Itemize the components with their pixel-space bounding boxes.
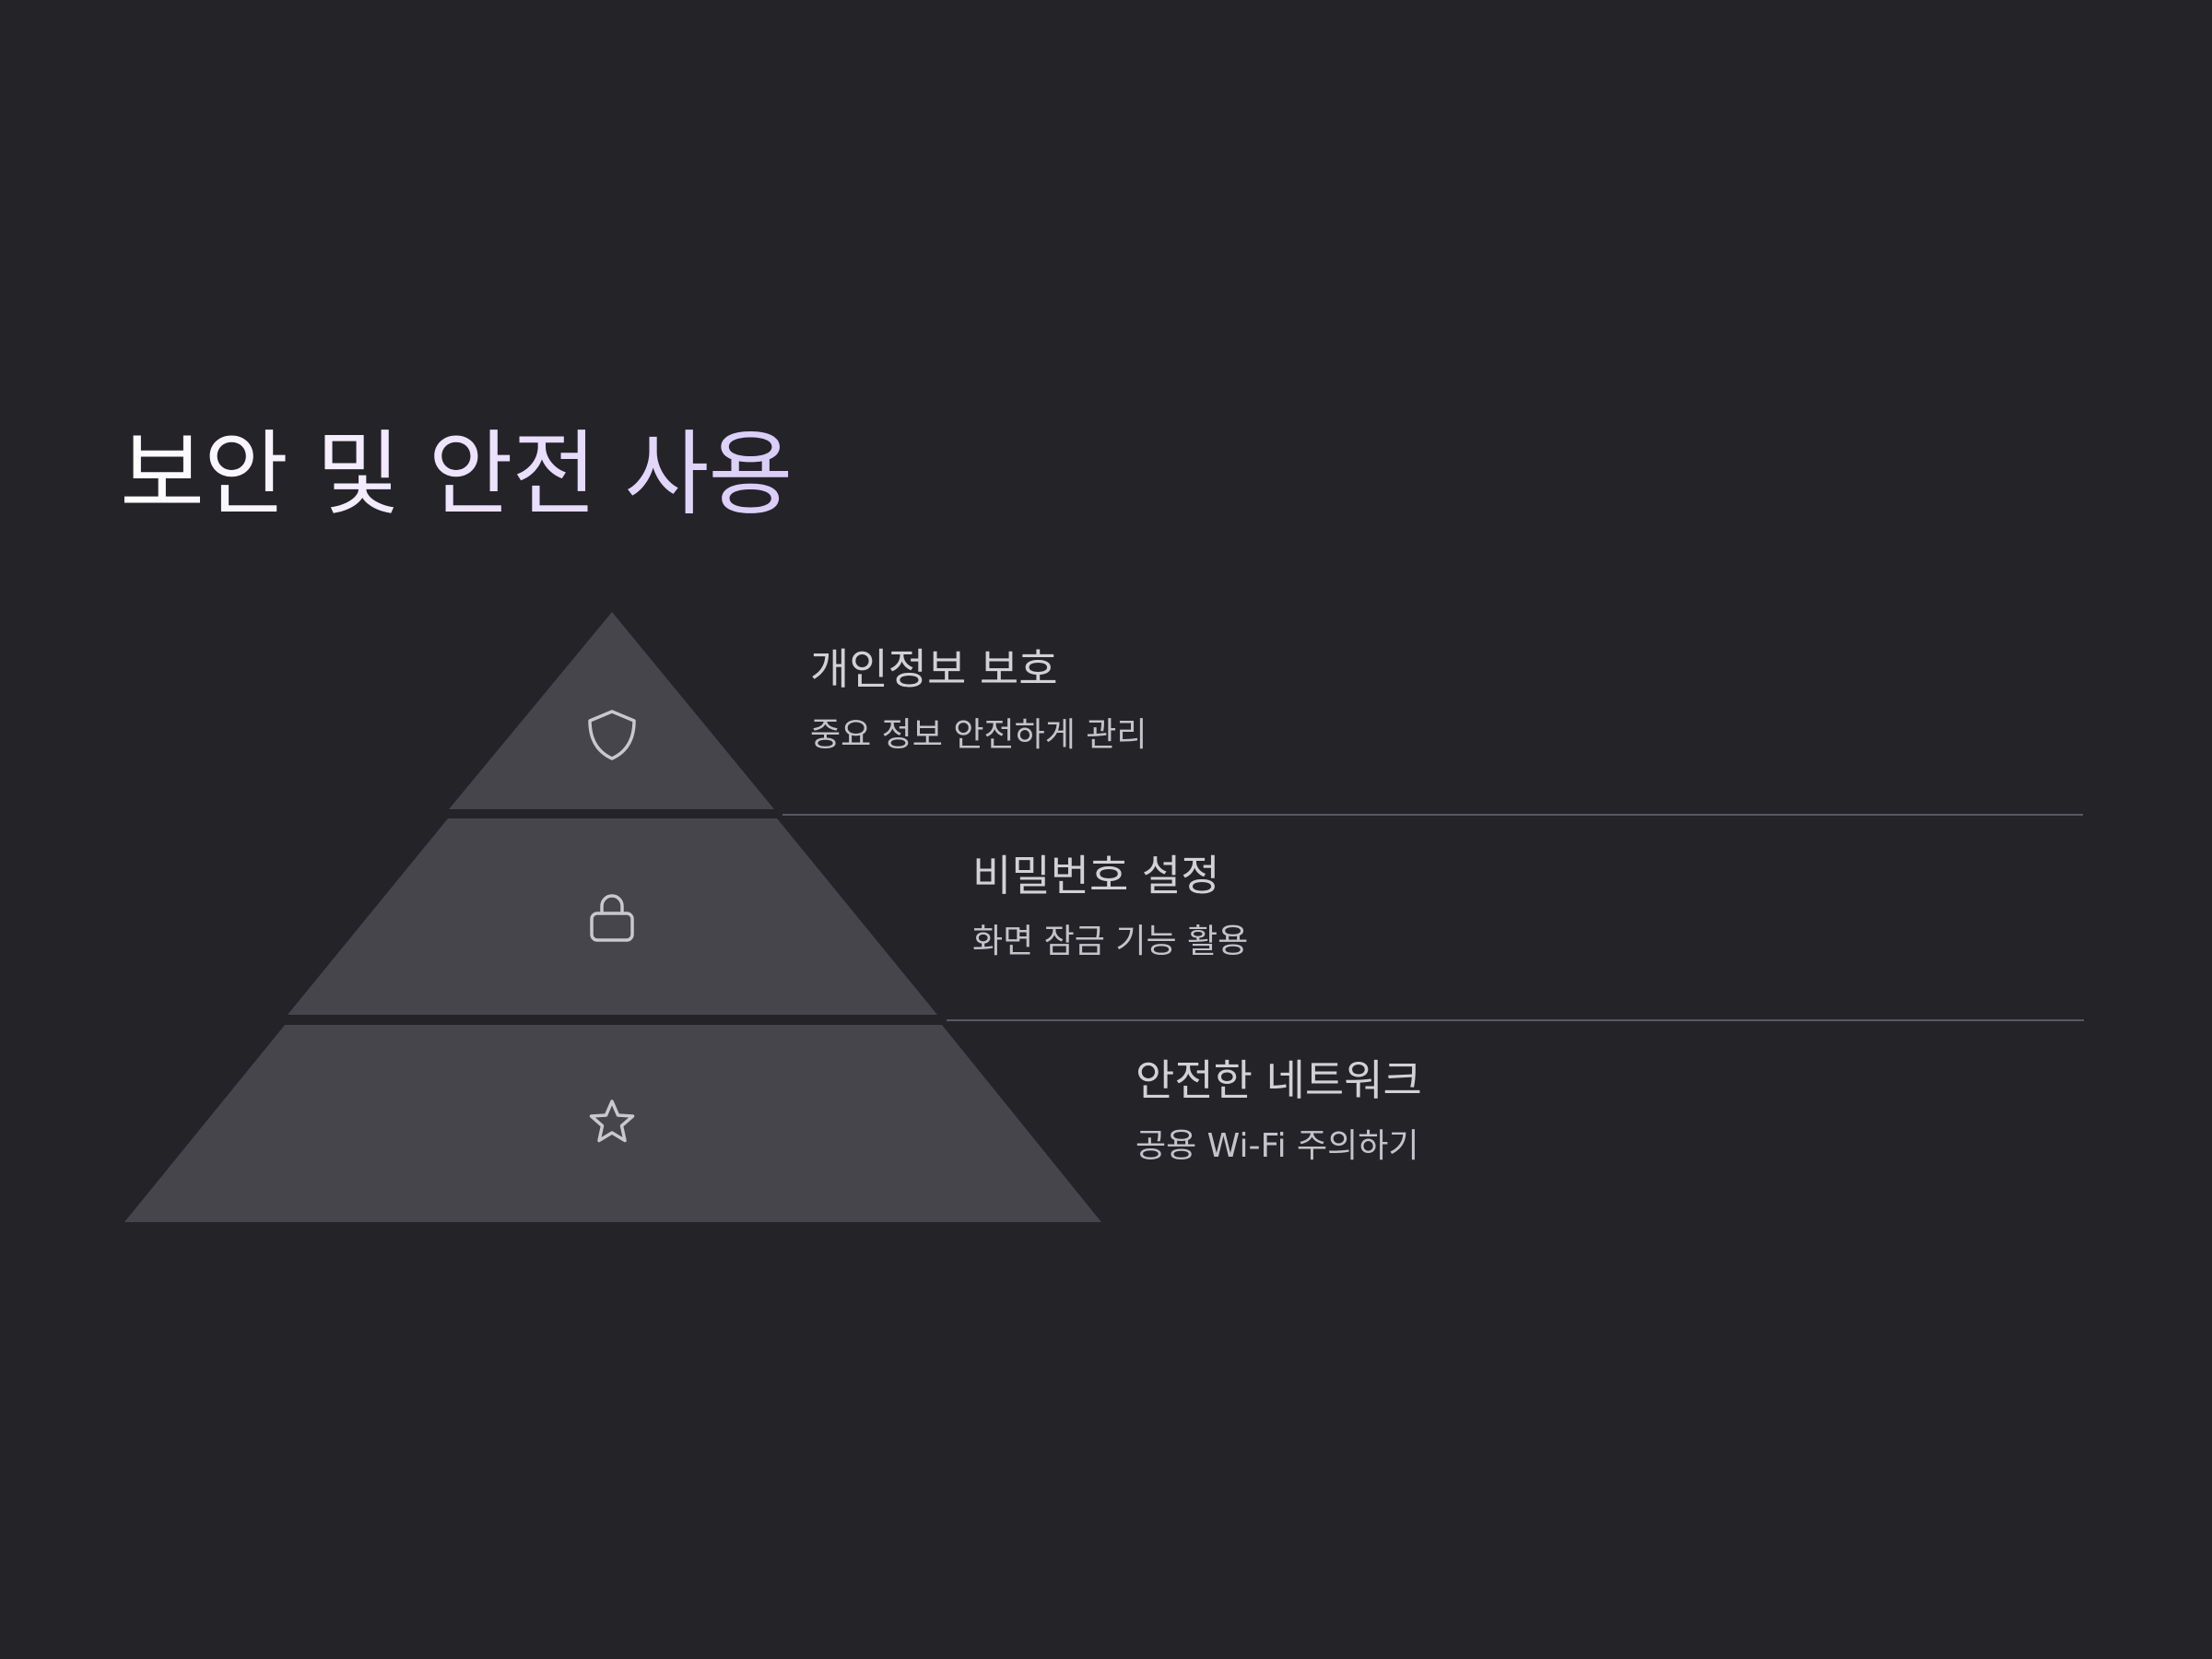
lock-icon — [590, 894, 634, 942]
divider-1 — [782, 814, 2083, 816]
tier-text-2: 비밀번호 설정 화면 잠금 기능 활용 — [972, 851, 1248, 961]
tier-heading: 개인정보 보호 — [810, 644, 1058, 694]
pyramid-tier-middle — [288, 818, 937, 1015]
tier-heading: 비밀번호 설정 — [972, 851, 1220, 900]
tier-text-3: 안전한 네트워크 공용 Wi-Fi 주의하기 — [1135, 1055, 1422, 1166]
pyramid-tier-bottom — [124, 1025, 1101, 1222]
page-title: 보안 및 안전 사용 — [120, 420, 793, 528]
tier-description: 중요 정보 안전하게 관리 — [810, 716, 1147, 755]
tier-text-1: 개인정보 보호 중요 정보 안전하게 관리 — [810, 644, 1147, 755]
tier-description: 화면 잠금 기능 활용 — [972, 923, 1249, 961]
tier-heading: 안전한 네트워크 — [1135, 1055, 1422, 1105]
tier-description: 공용 Wi-Fi 주의하기 — [1135, 1127, 1419, 1166]
star-icon — [589, 1100, 635, 1143]
shield-icon — [588, 710, 636, 760]
divider-2 — [947, 1019, 2084, 1021]
